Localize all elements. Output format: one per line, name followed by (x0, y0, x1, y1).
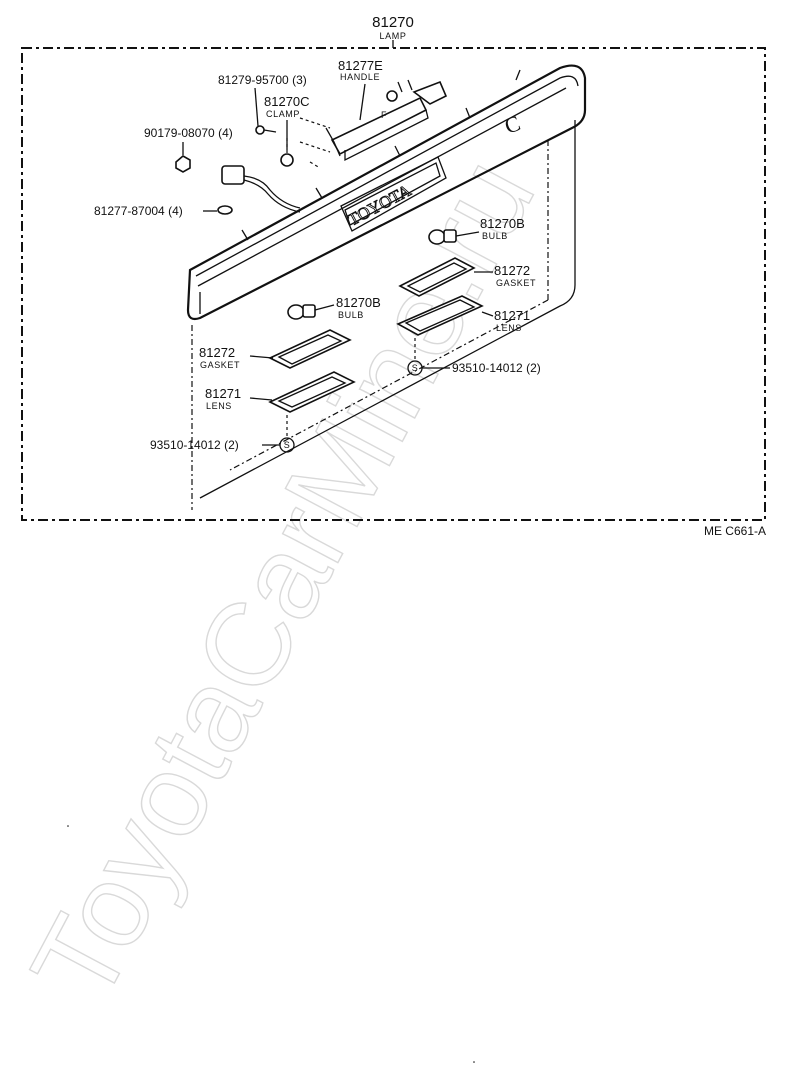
grommet-87004-number: 81277-87004 (4) (94, 204, 183, 218)
lens-left-part (268, 371, 356, 413)
handle-number: 81277E (338, 58, 383, 73)
diagram-ref: ME C661-A (704, 524, 766, 538)
lamp-number: 81270 (372, 14, 414, 31)
screw-right-number: 93510-14012 (2) (452, 361, 541, 375)
watermark-text: ToyotaCarMine.ru (6, 138, 560, 1022)
screw-left-number: 93510-14012 (2) (150, 438, 239, 452)
bulb-upper-part (428, 229, 457, 245)
lens-left-name: LENS (206, 401, 232, 411)
nut-08070-number: 90179-08070 (4) (144, 126, 233, 140)
lens-right-part (396, 295, 484, 336)
bulb-upper-number: 81270B (480, 216, 525, 231)
assembly-frame (21, 47, 766, 521)
lens-right-name: LENS (496, 323, 522, 333)
bulb-lower-name: BULB (338, 310, 364, 320)
screw-right-symbol-letter: S (412, 363, 419, 373)
gasket-left-name: GASKET (200, 360, 240, 370)
grommet-87004-part (217, 205, 233, 215)
gasket-left-part (268, 329, 352, 369)
nut-08070-part (175, 155, 191, 173)
gasket-right-part (398, 257, 476, 297)
screw-95700-part (255, 125, 277, 135)
handle-name: HANDLE (340, 72, 380, 82)
screw-left-symbol-letter: S (284, 440, 291, 450)
wire-harness (221, 165, 301, 213)
clamp-number: 81270C (264, 94, 310, 109)
bulb-lower-number: 81270B (336, 295, 381, 310)
lens-left-number: 81271 (205, 386, 241, 401)
gasket-right-number: 81272 (494, 263, 530, 278)
handle-part: F (325, 79, 448, 162)
screw-95700-number: 81279-95700 (3) (218, 73, 307, 87)
gasket-left-number: 81272 (199, 345, 235, 360)
clamp-part (280, 153, 294, 167)
clamp-name: CLAMP (266, 109, 300, 119)
handle-letter: F (381, 110, 387, 120)
lamp-name: LAMP (380, 31, 407, 41)
bulb-upper-name: BULB (482, 231, 508, 241)
lens-right-number: 81271 (494, 308, 530, 323)
bulb-lower-part (287, 304, 316, 320)
emblem-letter: C (501, 110, 523, 139)
gasket-right-name: GASKET (496, 278, 536, 288)
